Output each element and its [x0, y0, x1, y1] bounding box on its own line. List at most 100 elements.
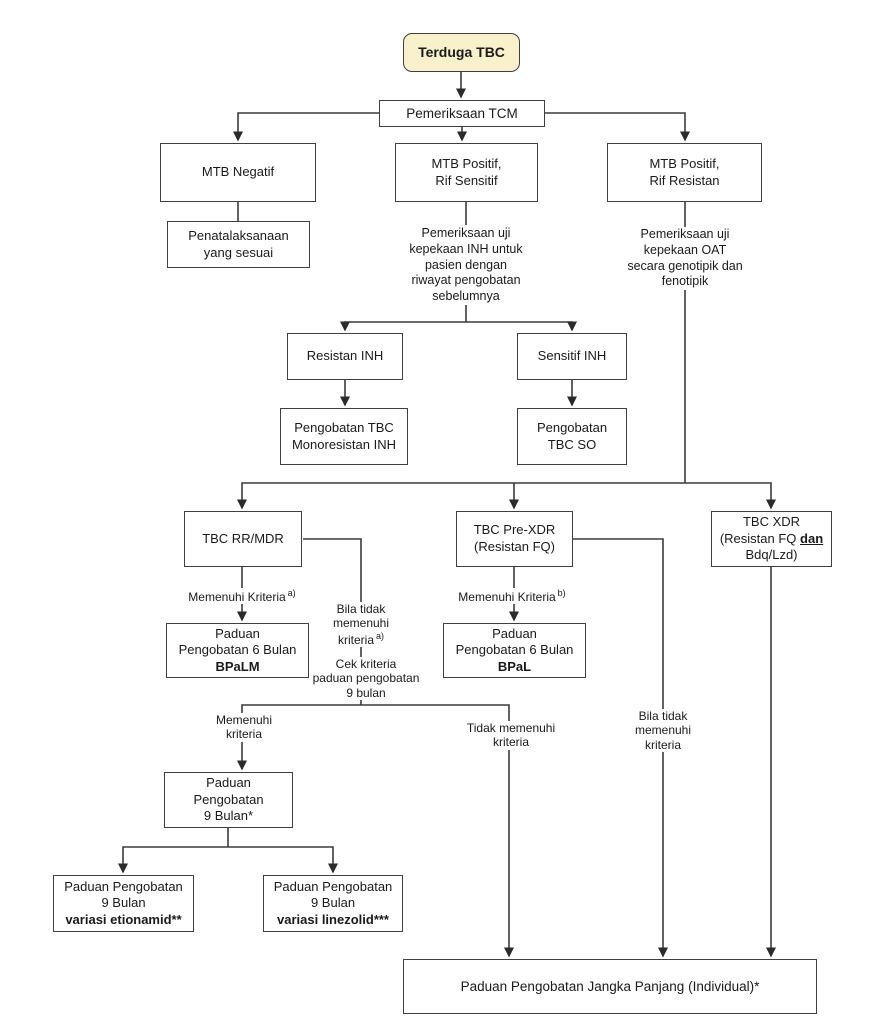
edge-tcm-mtbnegatif [233, 112, 379, 142]
text-line: Pemeriksaan uji [421, 226, 511, 240]
node-label: (Resistan FQ dan [712, 531, 831, 548]
text-line: riwayat pengobatan [411, 273, 521, 288]
edge-prexdr-jangkapanjang [573, 538, 668, 958]
edge-rrmdr-cekkriteria [303, 538, 362, 705]
label-sup: a) [376, 630, 385, 641]
label-sup: a) [287, 588, 296, 598]
node-resistan-inh: Resistan INH [287, 333, 403, 380]
label-text: Memenuhi Kriteria [458, 590, 556, 604]
node-label: Pengobatan TBC [294, 419, 394, 435]
edge-label-tidak-memenuhi-kriteria: Tidak memenuhi kriteria [464, 721, 558, 750]
node-pengobatan-tbc-so: Pengobatan TBC SO [517, 408, 627, 465]
node-label: Rif Resistan [649, 172, 720, 188]
label-text: memenuhi [332, 616, 390, 631]
node-mtb-positif-rif-resistan: MTB Positif, Rif Resistan [607, 143, 762, 202]
node-label-bold: BPaLM [215, 658, 260, 674]
node-label: Pengobatan [536, 419, 608, 435]
node-label: Penatalaksanaan [188, 227, 289, 243]
label-text: Bila tidak [336, 602, 386, 616]
label-text: memenuhi [634, 723, 692, 738]
label-text: Bila tidak [638, 709, 688, 723]
node-paduan-9-bulan-variasi-linezolid: Paduan Pengobatan 9 Bulan variasi linezo… [263, 875, 403, 932]
label-text: kriteria [225, 727, 262, 742]
node-label: Paduan Pengobatan Jangka Panjang (Indivi… [460, 978, 760, 994]
text-uji-kepekaan-inh: Pemeriksaan uji kepekaan INH untuk pasie… [376, 226, 556, 305]
node-label: Pemeriksaan TCM [406, 105, 518, 121]
label-text: Tidak memenuhi [466, 721, 556, 735]
node-penatalaksanaan: Penatalaksanaan yang sesuai [167, 221, 310, 268]
node-paduan-9-bulan-variasi-etionamid: Paduan Pengobatan 9 Bulan variasi etiona… [53, 875, 194, 932]
label-text: kriteria [644, 737, 681, 752]
node-paduan-9-bulan: Paduan Pengobatan 9 Bulan* [164, 772, 293, 828]
node-label: Pengobatan [193, 791, 264, 807]
node-label: Paduan [492, 625, 537, 641]
text-uji-kepekaan-oat: Pemeriksaan uji kepekaan OAT secara geno… [597, 227, 773, 290]
node-label: MTB Negatif [201, 164, 275, 180]
edge-label-memenuhi-kriteria: Memenuhi kriteria [213, 713, 275, 742]
node-label-emphasis: dan [800, 530, 824, 546]
node-label: (Resistan FQ) [474, 539, 555, 554]
edge-cek-jangkapanjang [361, 704, 514, 958]
node-paduan-6-bulan-bpal: Paduan Pengobatan 6 Bulan BPaL [443, 623, 586, 678]
node-terduga-tbc: Terduga TBC [403, 33, 520, 72]
node-paduan-6-bulan-bpalm: Paduan Pengobatan 6 Bulan BPaLM [166, 623, 309, 678]
label-text: 9 bulan [346, 685, 386, 700]
node-mtb-positif-rif-sensitif: MTB Positif, Rif Sensitif [395, 143, 538, 202]
node-label: Monoresistan INH [291, 436, 397, 452]
node-label: TBC SO [547, 436, 597, 452]
node-label: 9 Bulan [101, 895, 146, 911]
node-label: TBC RR/MDR [202, 530, 284, 546]
label-text: paduan pengobatan [312, 671, 420, 686]
text-line: Pemeriksaan uji [640, 227, 730, 241]
node-label: Paduan Pengobatan [273, 878, 393, 894]
label-sup: b) [557, 588, 566, 598]
edge-bulan9-linezolid [228, 846, 338, 874]
node-label-bold: BPaL [497, 658, 532, 674]
label-text: kriteria [492, 735, 530, 750]
edge-split2-xdr [685, 482, 776, 510]
node-tbc-rr-mdr: TBC RR/MDR [184, 511, 302, 567]
text-line: kepekaan OAT [643, 242, 727, 257]
edge-cek-bulan9 [237, 704, 361, 771]
node-label: MTB Positif, [431, 155, 502, 171]
edge-label-cek-kriteria-9-bulan: Cek kriteria paduan pengobatan 9 bulan [310, 657, 422, 701]
node-label-bold: variasi linezolid*** [277, 911, 389, 927]
node-label: Paduan Pengobatan [64, 878, 183, 894]
node-label: 9 Bulan* [203, 808, 254, 824]
node-label: Pengobatan 6 Bulan [455, 642, 574, 658]
node-label: TBC XDR [742, 514, 801, 530]
node-label-bold: variasi etionamid** [65, 911, 182, 927]
node-label: Pengobatan 6 Bulan [178, 642, 297, 658]
node-pengobatan-monoresistan-inh: Pengobatan TBC Monoresistan INH [280, 408, 408, 465]
edge-split-resistaninh [340, 321, 466, 332]
node-label: Paduan [215, 625, 260, 641]
edge-split-sensitifinh [466, 321, 577, 332]
label-text: Memenuhi [215, 713, 273, 727]
edge-bulan9-etionamid [118, 846, 228, 874]
node-label: Bdq/Lzd) [745, 547, 798, 563]
text-line: kepekaan INH untuk [409, 241, 523, 256]
node-label: TBC Pre-XDR [473, 522, 556, 538]
text-line: sebelumnya [432, 289, 500, 303]
node-mtb-negatif: MTB Negatif [160, 143, 316, 202]
node-label: Terduga TBC [418, 43, 505, 60]
node-label-part: (Resistan FQ [719, 530, 801, 546]
node-label: MTB Positif, [649, 155, 720, 171]
node-label: Rif Sensitif [435, 172, 498, 188]
node-tbc-pre-xdr: TBC Pre-XDR (Resistan FQ) [456, 511, 573, 567]
label-text: Cek kriteria [335, 657, 397, 671]
text-line: secara genotipik dan [627, 258, 743, 273]
label-text-part: kriteria [337, 632, 374, 647]
node-pemeriksaan-tcm: Pemeriksaan TCM [379, 100, 545, 127]
node-label: Resistan INH [306, 348, 384, 364]
edge-split2-rrmdr [237, 482, 685, 510]
node-label: Paduan [206, 775, 251, 791]
node-label: yang sesuai [203, 244, 274, 260]
node-sensitif-inh: Sensitif INH [517, 333, 627, 380]
